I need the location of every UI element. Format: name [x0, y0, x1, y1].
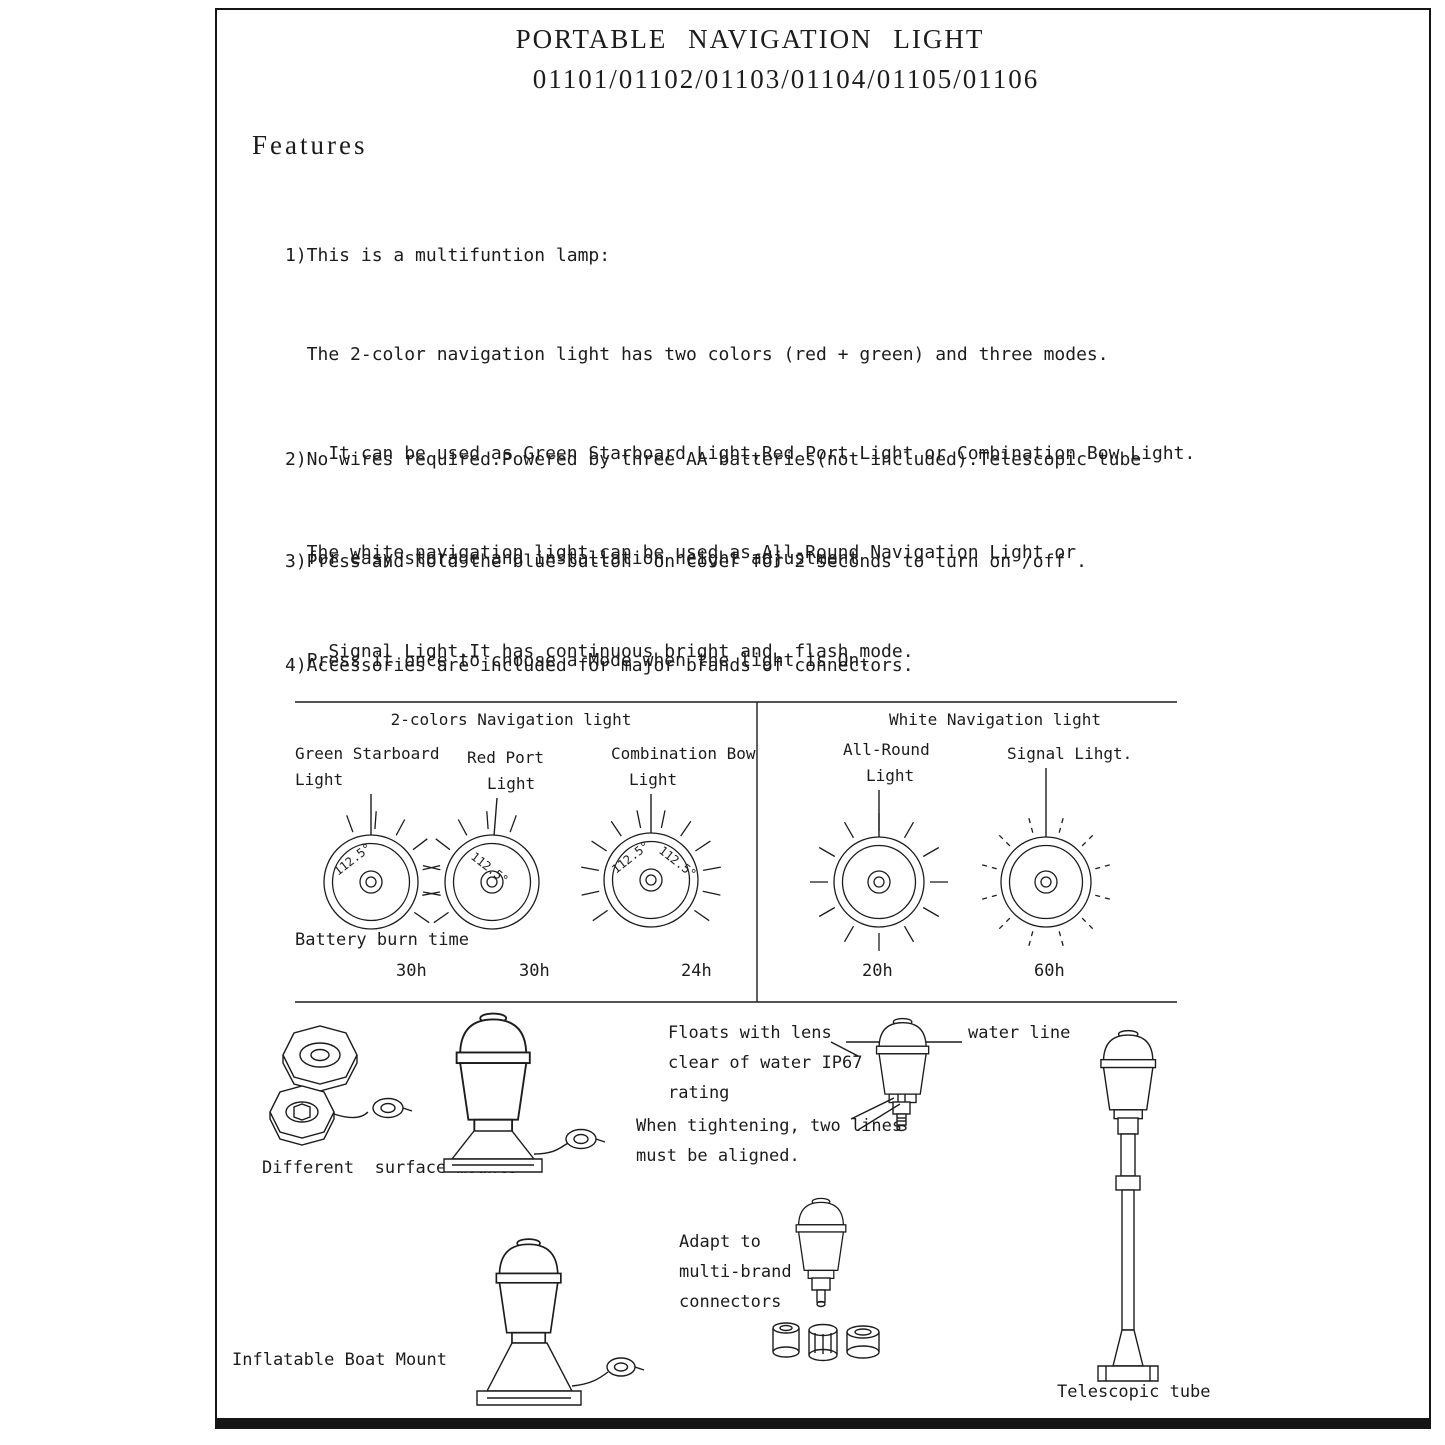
tighten-note-line1: When tightening, two lines — [636, 1116, 903, 1136]
feature-line: for easy storage and installation height… — [285, 548, 860, 569]
burn-time-1: 30h — [396, 961, 427, 981]
combination-bow-label: Combination Bow — [611, 744, 756, 763]
green-starboard-label: Green Starboard — [295, 744, 440, 763]
feature-line: Signal Light.It has continuous bright an… — [285, 641, 914, 662]
floats-note-line1: Floats with lens — [668, 1023, 832, 1043]
inflatable-boat-mount-drawing — [476, 1238, 645, 1406]
multi-brand-connector-drawing — [772, 1197, 880, 1362]
surface-mounts-drawing — [269, 1025, 413, 1146]
green-starboard-label-2: Light — [295, 770, 344, 789]
label-pointer-lines — [370, 768, 1047, 838]
adapt-note-line3: connectors — [679, 1292, 782, 1312]
features-heading: Features — [252, 130, 368, 160]
white-group-title: White Navigation light — [889, 710, 1101, 729]
feature-line: It can be used as Green Starboard Light,… — [285, 443, 1196, 464]
feature-line: 4)Accessories are included for major bra… — [285, 655, 914, 676]
feature-line: 1)This is a multifuntion lamp: — [285, 245, 611, 266]
combination-bow-label-2: Light — [629, 770, 678, 789]
battery-burn-time-label: Battery burn time — [295, 930, 469, 950]
feature-line: The 2-color navigation light has two col… — [285, 344, 1109, 365]
signal-light-diagram — [979, 815, 1113, 949]
model-numbers: 01101/01102/01103/01104/01105/01106 — [532, 64, 1040, 94]
water-line-label: water line — [968, 1023, 1071, 1043]
burn-time-3: 24h — [681, 961, 712, 981]
feature-item-3: 3)Press and hold the blue button on cove… — [285, 479, 1087, 743]
red-port-label: Red Port — [467, 748, 545, 767]
feature-item-2: 2)No wires required.Powered by three AA … — [285, 377, 1141, 641]
telescopic-tube-label: Telescopic tube — [1057, 1382, 1211, 1402]
telescopic-tube-drawing — [1097, 1029, 1159, 1382]
section-divider-lines — [295, 701, 1177, 1003]
green-starboard-light-diagram: 112.5° — [323, 811, 441, 930]
floats-note-line3: rating — [668, 1083, 730, 1103]
burn-time-2: 30h — [519, 961, 550, 981]
all-round-label: All-Round — [843, 740, 930, 759]
pole-light-drawing — [443, 1012, 606, 1173]
inflatable-mount-label: Inflatable Boat Mount — [232, 1350, 447, 1370]
adapt-note-line1: Adapt to — [679, 1232, 761, 1252]
feature-line: 3)Press and hold the blue button on cove… — [285, 551, 1087, 572]
feature-line: Press it once to choose a Mode when the … — [285, 650, 871, 671]
feature-item-4: 4)Accessories are included for major bra… — [285, 583, 914, 748]
page-border — [215, 8, 1431, 1429]
page-title: PORTABLE NAVIGATION LIGHT — [515, 24, 985, 54]
all-round-label-2: Light — [866, 766, 915, 785]
feature-item-1: 1)This is a multifuntion lamp: The 2-col… — [285, 173, 1195, 734]
tighten-note-line2: must be aligned. — [636, 1146, 800, 1166]
red-port-light-diagram: 112.5° — [422, 811, 540, 930]
burn-time-5: 60h — [1034, 961, 1065, 981]
floats-note-line2: clear of water IP67 — [668, 1053, 863, 1073]
feature-line: 2)No wires required.Powered by three AA … — [285, 449, 1142, 470]
two-color-group-title: 2-colors Navigation light — [390, 710, 632, 729]
floating-light-drawing — [830, 1017, 962, 1132]
feature-line: The white navigation light can be used a… — [285, 542, 1077, 563]
red-port-label-2: Light — [487, 774, 536, 793]
all-round-light-diagram — [810, 813, 948, 951]
burn-time-4: 20h — [862, 961, 893, 981]
adapt-note-line2: multi-brand — [679, 1262, 792, 1282]
signal-light-label: Signal Lihgt. — [1007, 744, 1133, 763]
